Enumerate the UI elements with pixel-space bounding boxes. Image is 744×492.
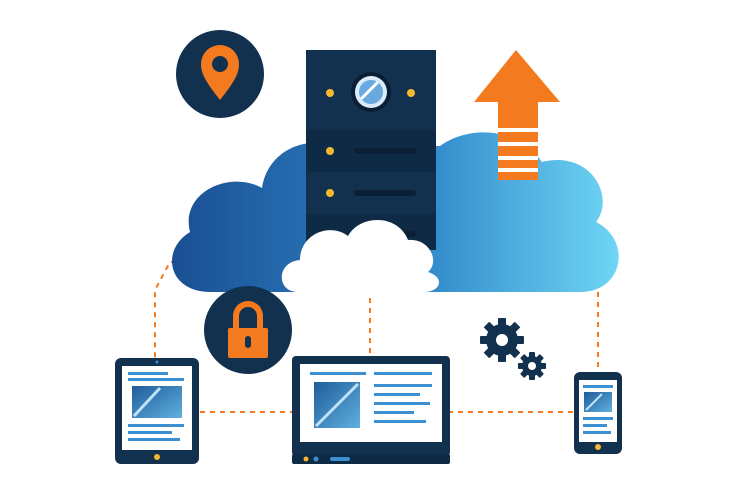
laptop-device — [292, 356, 450, 464]
gear-large-icon — [480, 318, 524, 362]
server-led — [407, 89, 415, 97]
server-lens — [351, 72, 391, 112]
white-cloud — [281, 219, 440, 292]
tablet-device — [115, 358, 199, 464]
location-pin-icon — [176, 30, 264, 118]
server-tower — [306, 50, 436, 250]
upload-arrow-icon — [474, 50, 560, 180]
padlock-icon — [204, 286, 292, 374]
server-led — [326, 189, 334, 197]
gears-icon — [480, 318, 546, 380]
gear-small-icon — [518, 352, 546, 380]
phone-device — [574, 372, 622, 454]
server-led — [326, 147, 334, 155]
server-led — [326, 89, 334, 97]
